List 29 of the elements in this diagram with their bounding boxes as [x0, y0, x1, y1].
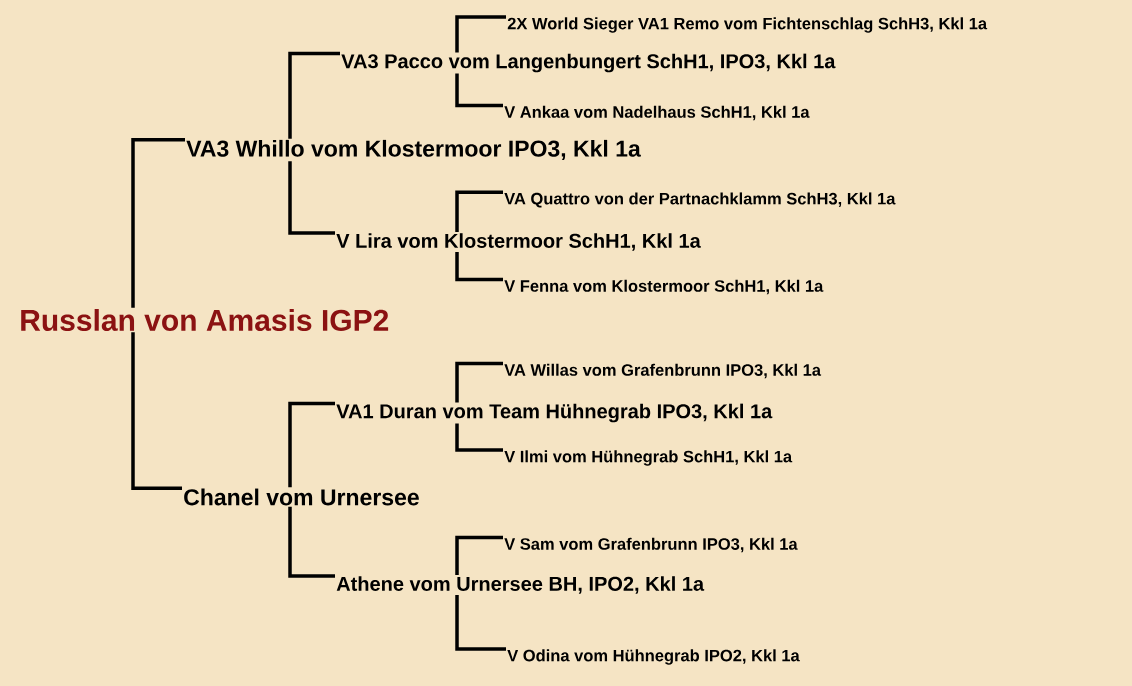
pedigree-name: Chanel vom Urnersee [184, 488, 419, 506]
bracket-connector [131, 332, 182, 491]
bracket-connector [455, 361, 503, 403]
bracket-connector [455, 423, 503, 452]
pedigree-name: V Odina vom Hühnegrab IPO2, Kkl 1a [507, 649, 800, 665]
pedigree-name: V Fenna vom Klostermoor SchH1, Kkl 1a [504, 279, 824, 295]
bracket-connector [288, 506, 335, 578]
bracket-connector [131, 137, 185, 308]
bracket-connector [455, 252, 503, 282]
pedigree-name: 2X World Sieger VA1 Remo vom Fichtenschlag SchH3, Kkl 1a [507, 17, 988, 33]
bracket-connector [455, 595, 506, 651]
pedigree-name: VA1 Duran vom Team Hühnegrab IPO3, Kkl 1a [336, 403, 773, 423]
pedigree-name: VA Quattro von der Partnachklamm SchH3, Kkl 1a [504, 192, 896, 208]
pedigree-name: V Lira vom Klostermoor SchH1, Kkl 1a [336, 233, 701, 251]
bracket-connector [288, 161, 335, 235]
bracket-connector [288, 401, 335, 488]
bracket-connector [455, 15, 506, 53]
pedigree-name: V Ilmi vom Hühnegrab SchH1, Kkl 1a [504, 450, 793, 466]
bracket-connector [455, 535, 503, 575]
pedigree-name: VA3 Pacco vom Langenbungert SchH1, IPO3, Kkl 1a [341, 53, 836, 73]
bracket-connector [288, 51, 340, 139]
pedigree-name: V Ankaa vom Nadelhaus SchH1, Kkl 1a [504, 105, 810, 121]
pedigree-name: VA3 Whillo vom Klostermoor IPO3, Kkl 1a [186, 139, 641, 161]
bracket-connector [455, 190, 503, 232]
pedigree-name: VA Willas vom Grafenbrunn IPO3, Kkl 1a [504, 363, 822, 379]
pedigree-name: Athene vom Urnersee BH, IPO2, Kkl 1a [336, 576, 705, 594]
pedigree-name: V Sam vom Grafenbrunn IPO3, Kkl 1a [504, 537, 798, 553]
root-name: Russlan von Amasis IGP2 [21, 309, 389, 332]
bracket-connector [455, 73, 503, 108]
